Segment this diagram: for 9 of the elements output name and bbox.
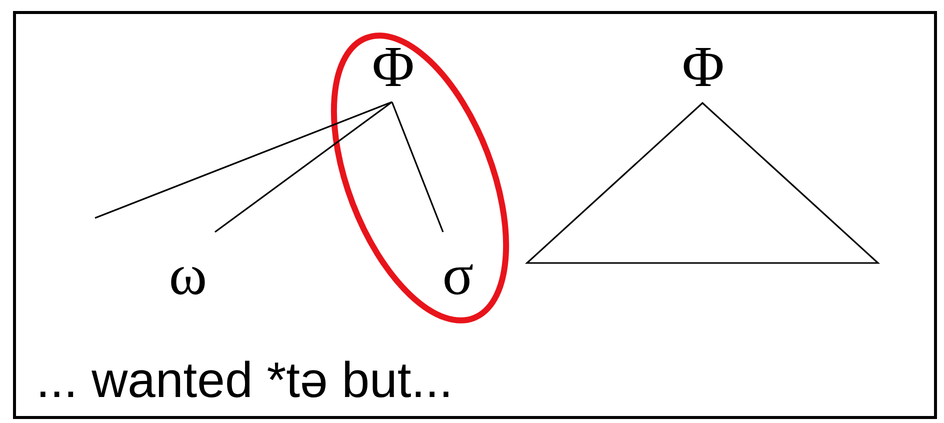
triangle-shape [524,102,880,264]
tree-node-symbol: Φ [682,42,724,92]
caption-text: ... wanted *tə but... [36,352,453,408]
tree-node-symbol: σ [436,250,480,300]
tree-branch-line [94,101,392,219]
tree-node-symbol: ω [166,250,210,300]
tree-branch-line [214,101,392,233]
tree-branch-line [391,102,444,232]
tree-node-symbol: Φ [372,42,412,92]
